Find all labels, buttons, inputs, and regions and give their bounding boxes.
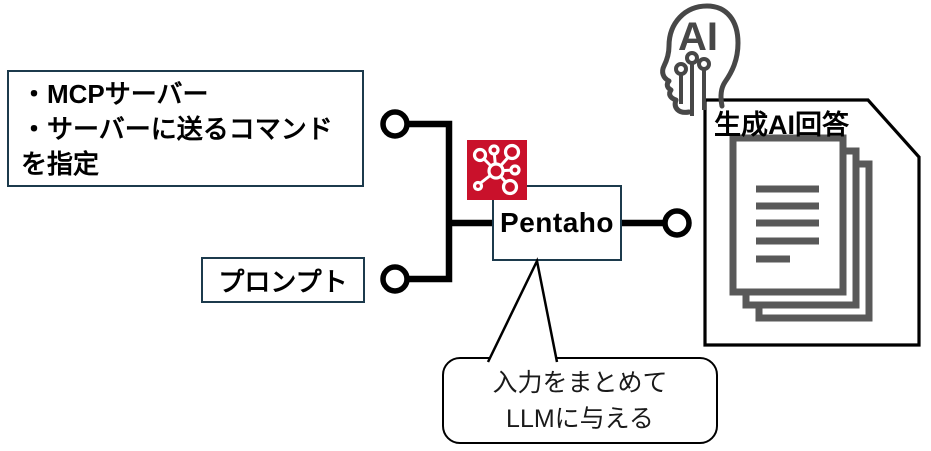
- hop-lines: [407, 120, 666, 283]
- output-doc-label: 生成AI回答: [714, 110, 849, 140]
- hop-circles: [380, 109, 692, 294]
- ai-label: AI: [678, 15, 718, 59]
- network-hub-icon[interactable]: [467, 140, 527, 200]
- output-hop-circle[interactable]: [662, 208, 692, 238]
- document-stack-icon: [729, 134, 873, 322]
- prompt-label: プロンプト: [218, 266, 348, 297]
- input-box-line: ・サーバーに送るコマンド: [21, 114, 333, 144]
- merge-hop-line: [407, 120, 453, 283]
- input-box-line: ・MCPサーバー: [21, 79, 209, 109]
- mcp-input-box: ・MCPサーバー ・サーバーに送るコマンド を指定: [7, 70, 364, 187]
- pentaho-label: Pentaho: [500, 207, 614, 238]
- callout-line: 入力をまとめて: [492, 368, 668, 397]
- front-page: [729, 134, 847, 296]
- prompt-box: プロンプト: [201, 257, 365, 303]
- prompt-hop-circle[interactable]: [380, 264, 410, 294]
- hub-nodes: [472, 143, 521, 196]
- ai-head-icon: AI: [660, 3, 741, 116]
- callout-bubble: 入力をまとめて LLMに与える: [442, 357, 718, 444]
- head-outline: [660, 3, 741, 115]
- input-hop-circle[interactable]: [380, 109, 410, 139]
- input-box-line: を指定: [21, 149, 100, 179]
- output-doc-shape: [703, 98, 921, 347]
- circuit-traces: [674, 51, 711, 116]
- document-text-lines: [756, 185, 819, 263]
- callout-line: LLMに与える: [506, 404, 654, 433]
